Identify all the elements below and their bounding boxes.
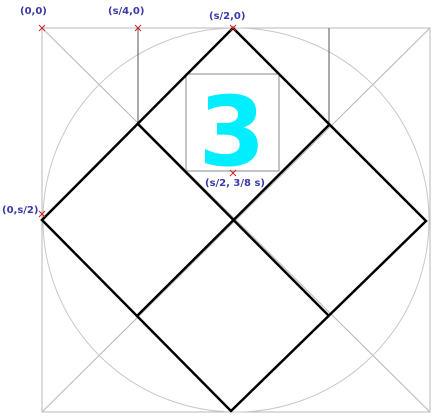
marker-half-top [229,24,237,32]
diagonal-anti [41,27,431,413]
digit-three: 3 [199,76,266,188]
marker-center-point [229,169,237,177]
label-left-mid: (0,s/2) [2,205,38,216]
main-diamond [40,26,428,413]
label-center-point: (s/2, 3/8 s) [205,178,265,189]
marker-quarter-top [134,24,142,32]
marker-origin [38,24,46,32]
inner-line-b [136,123,331,317]
label-origin: (0,0) [20,6,47,17]
label-half-top: (s/2,0) [209,11,245,22]
label-quarter-top: (s/4,0) [108,6,144,17]
digit-box [185,73,280,172]
marker-left-mid [38,210,46,218]
